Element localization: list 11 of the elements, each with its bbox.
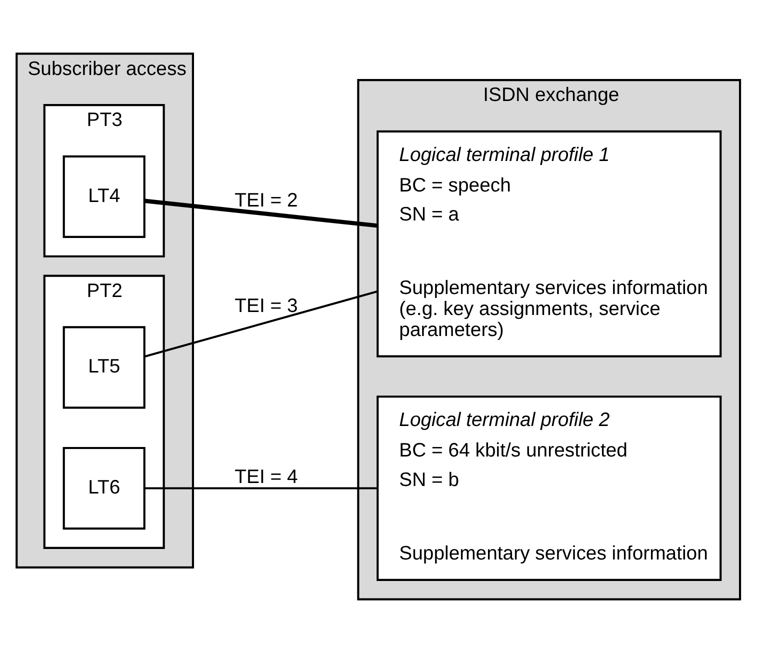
- edge-label: TEI = 4: [234, 465, 298, 488]
- connector: [144, 486, 378, 489]
- node-box: LT6: [62, 446, 146, 530]
- edge-label: TEI = 2: [234, 189, 298, 212]
- node-box: Logical terminal profile 2 BC = 64 kbit/s unrestricted SN = b Supplementary services information: [376, 395, 722, 580]
- node-box: Logical terminal profile 1 BC = speech SN = a Supplementary services information (e.g. key assignments, service parameters): [376, 130, 722, 357]
- connector: [144, 198, 378, 228]
- node-box: LT5: [62, 326, 146, 408]
- connector: [144, 290, 378, 357]
- node-box: LT4: [62, 154, 146, 238]
- edge-label: TEI = 3: [234, 294, 298, 317]
